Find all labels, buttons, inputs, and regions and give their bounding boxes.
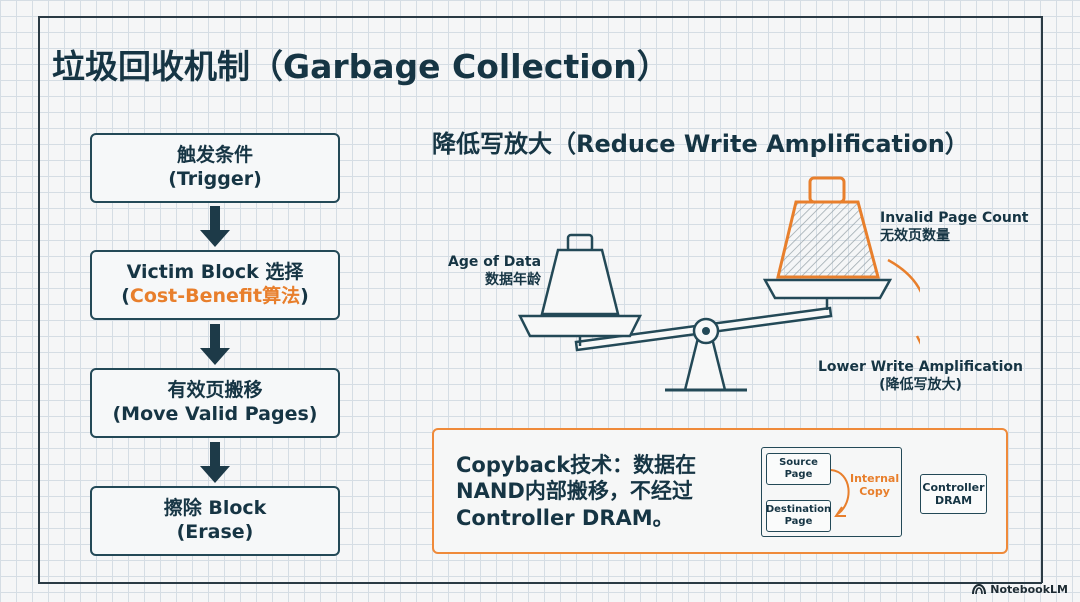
copyback-line-3: Controller DRAM。 (456, 505, 674, 530)
flow-step-erase: 擦除 Block (Erase) (90, 486, 340, 556)
invalid-page-count-zh: 无效页数量 (880, 228, 950, 245)
lower-write-amplification-label: Lower Write Amplification (降低写放大) (818, 358, 1023, 394)
page-title: 垃圾回收机制（Garbage Collection） (52, 47, 670, 86)
flow-step-trigger: 触发条件 (Trigger) (90, 133, 340, 203)
step-label-sub: (Cost-Benefit算法) (121, 285, 309, 309)
invalid-weight-handle (808, 176, 846, 204)
reduce-arrow (887, 258, 920, 293)
age-of-data-label: Age of Data 数据年龄 (448, 253, 541, 289)
flow-arrow-1 (200, 206, 230, 247)
frame-left-line (38, 16, 40, 583)
right-pan (762, 278, 893, 300)
source-page-line1: Source (779, 457, 818, 468)
invalid-page-count-en: Invalid Page Count (880, 210, 1029, 226)
paren-open: ( (121, 285, 130, 307)
copyback-panel (432, 428, 1008, 554)
copyback-line-2: NAND内部搬移，不经过 (456, 479, 693, 504)
age-of-data-en: Age of Data (448, 254, 542, 270)
internal-copy-line1: Internal (850, 472, 900, 485)
copyback-description: Copyback技术：数据在 NAND内部搬移，不经过 Controller D… (456, 452, 696, 531)
cost-benefit-label: Cost-Benefit算法 (129, 285, 301, 307)
flow-step-victim-block: Victim Block 选择 (Cost-Benefit算法) (90, 250, 340, 320)
frame-bottom-line (38, 582, 1042, 584)
step-label-en: (Move Valid Pages) (112, 403, 318, 425)
internal-copy-label: Internal Copy (850, 472, 899, 498)
step-label-zh: 有效页搬移 (167, 379, 263, 402)
controller-dram-line1: Controller (922, 480, 985, 494)
step-label-zh: 触发条件 (176, 144, 253, 167)
invalid-page-count-label: Invalid Page Count 无效页数量 (880, 209, 1028, 245)
lower-write-amplification-en: Lower Write Amplification (818, 359, 1023, 375)
balance-scale-illustration (517, 176, 920, 392)
internal-copy-line2: Copy (859, 485, 890, 499)
frame-right-line (1041, 16, 1043, 583)
section-heading-write-amplification: 降低写放大（Reduce Write Amplification） (432, 130, 969, 158)
left-pan (517, 314, 643, 338)
notebooklm-logo-icon (972, 584, 987, 595)
age-weight (540, 248, 620, 316)
age-weight-handle (566, 233, 594, 253)
scale-base (683, 336, 727, 392)
copyback-line-1: Copyback技术：数据在 (456, 453, 697, 477)
step-label-en: (Trigger) (168, 168, 262, 190)
lower-write-amplification-zh: (降低写放大) (879, 377, 962, 394)
paren-close: ) (300, 285, 309, 307)
watermark-text: NotebookLM (990, 583, 1068, 596)
destination-page-line2: Page (784, 516, 813, 527)
step-label-en: (Erase) (176, 521, 254, 543)
step-label-zh: 擦除 Block (163, 497, 267, 520)
flow-step-move-valid-pages: 有效页搬移 (Move Valid Pages) (90, 368, 340, 438)
age-of-data-zh: 数据年龄 (485, 272, 542, 289)
controller-dram-line2: DRAM (934, 494, 973, 507)
flow-arrow-3 (200, 442, 230, 483)
step-label-main: Victim Block 选择 (126, 261, 304, 284)
frame-top-line (38, 16, 1042, 18)
destination-page-line1: Destination (765, 504, 832, 515)
internal-copy-arrow (830, 469, 850, 517)
source-page-line2: Page (784, 469, 813, 480)
notebooklm-watermark: NotebookLM (972, 583, 1068, 596)
flow-arrow-2 (200, 324, 230, 365)
invalid-weight (776, 200, 880, 279)
